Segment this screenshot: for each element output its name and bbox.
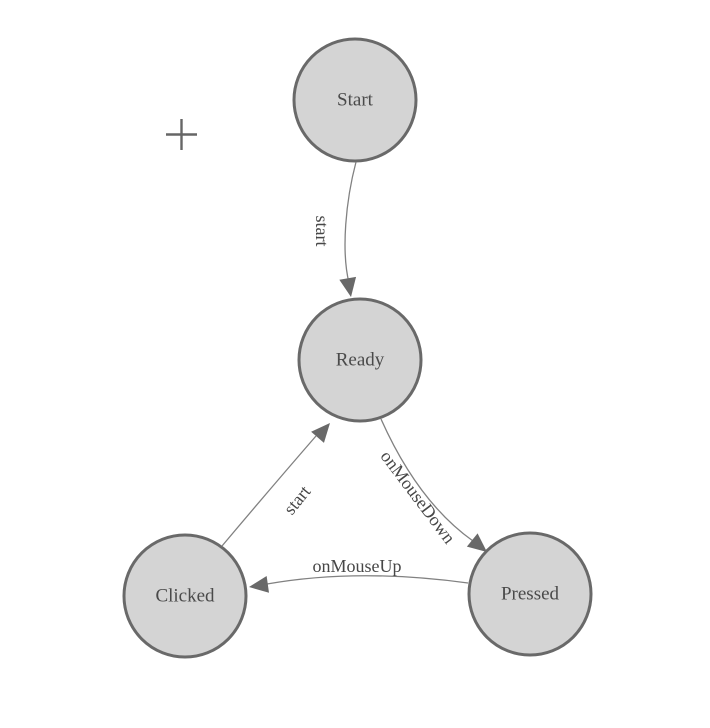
edge-ready-to-pressed-line[interactable]: [380, 418, 474, 542]
node-ready-label: Ready: [336, 350, 385, 371]
node-clicked[interactable]: Clicked: [122, 533, 248, 659]
node-start-circle[interactable]: [292, 37, 418, 163]
edge-clicked-to-ready-label: start: [279, 482, 314, 519]
edge-pressed-to-clicked-line[interactable]: [266, 575, 469, 585]
edge-clicked-to-ready[interactable]: start: [221, 417, 336, 547]
arrowhead-icon: [311, 423, 330, 443]
node-ready-circle[interactable]: [297, 297, 423, 423]
edge-start-to-ready-label: start: [312, 216, 332, 247]
plus-icon: [166, 119, 197, 150]
node-pressed[interactable]: Pressed: [467, 531, 593, 657]
node-pressed-circle[interactable]: [467, 531, 593, 657]
edge-clicked-to-ready-line[interactable]: [221, 435, 317, 547]
node-pressed-label: Pressed: [501, 584, 560, 605]
node-ready[interactable]: Ready: [297, 297, 423, 423]
arrowhead-icon: [339, 276, 357, 297]
arrowhead-icon: [249, 575, 269, 593]
edge-ready-to-pressed[interactable]: onMouseDown: [377, 418, 493, 559]
edge-start-to-ready[interactable]: start: [312, 161, 359, 298]
arrowhead-icon: [466, 533, 487, 552]
node-clicked-label: Clicked: [155, 586, 215, 607]
node-start-label: Start: [337, 90, 374, 111]
edge-ready-to-pressed-label: onMouseDown: [377, 447, 460, 548]
edge-pressed-to-clicked[interactable]: onMouseUp: [248, 556, 469, 595]
edge-pressed-to-clicked-label: onMouseUp: [313, 556, 402, 576]
node-clicked-circle[interactable]: [122, 533, 248, 659]
edge-start-to-ready-line[interactable]: [344, 161, 357, 284]
node-start[interactable]: Start: [292, 37, 418, 163]
